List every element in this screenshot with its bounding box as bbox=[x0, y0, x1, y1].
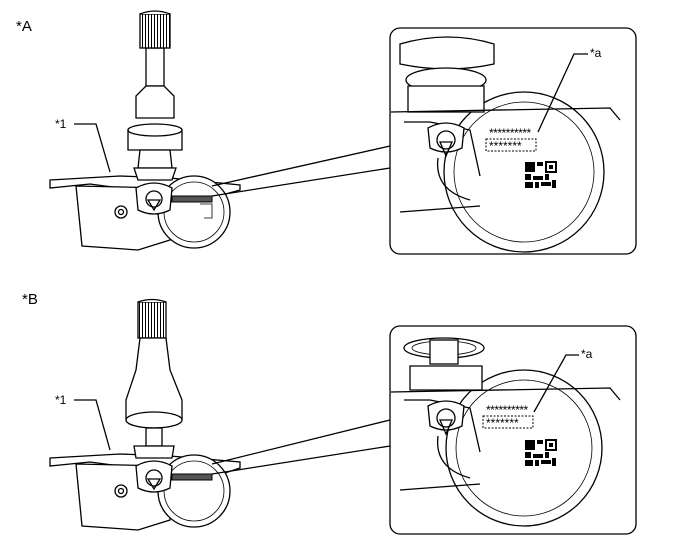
qr-code-icon bbox=[524, 160, 557, 188]
figure-b-zoom-line-bottom bbox=[211, 445, 391, 475]
figure-b-part-leader bbox=[74, 399, 111, 451]
figure-a-label: *A bbox=[16, 18, 32, 35]
tire-pressure-sensor-icon bbox=[49, 298, 241, 531]
qr-code-icon bbox=[524, 438, 557, 466]
figure-b: *B *1 bbox=[22, 291, 637, 535]
figure-a-code-line-1: ********** bbox=[489, 126, 532, 140]
figure-a-part-leader bbox=[74, 123, 111, 173]
figure-b-detail-box: ********** ******* *a bbox=[389, 325, 637, 535]
figure-b-detail-leader bbox=[533, 354, 579, 413]
tire-pressure-sensor-icon bbox=[49, 10, 241, 251]
figure-a-part-callout: *1 bbox=[55, 117, 67, 131]
figure-b-part-callout: *1 bbox=[55, 393, 67, 407]
figure-b-code-line-2: ******* bbox=[486, 416, 519, 430]
figure-a-detail-leader bbox=[537, 53, 588, 133]
figure-b-code-line-1: ********** bbox=[486, 403, 529, 417]
figure-a-code-line-2: ******* bbox=[489, 139, 522, 153]
figure-a: *A bbox=[16, 10, 637, 255]
figure-b-label: *B bbox=[22, 291, 38, 308]
figure-a-zoom-line-top bbox=[211, 145, 391, 187]
figure-b-zoom-line-top bbox=[211, 419, 391, 465]
figure-a-zoom-line-bottom bbox=[211, 167, 391, 197]
figure-b-detail-callout: *a bbox=[581, 347, 593, 361]
figure-a-detail-box: ********** ******* *a bbox=[389, 27, 637, 255]
figure-a-detail-callout: *a bbox=[590, 46, 602, 60]
